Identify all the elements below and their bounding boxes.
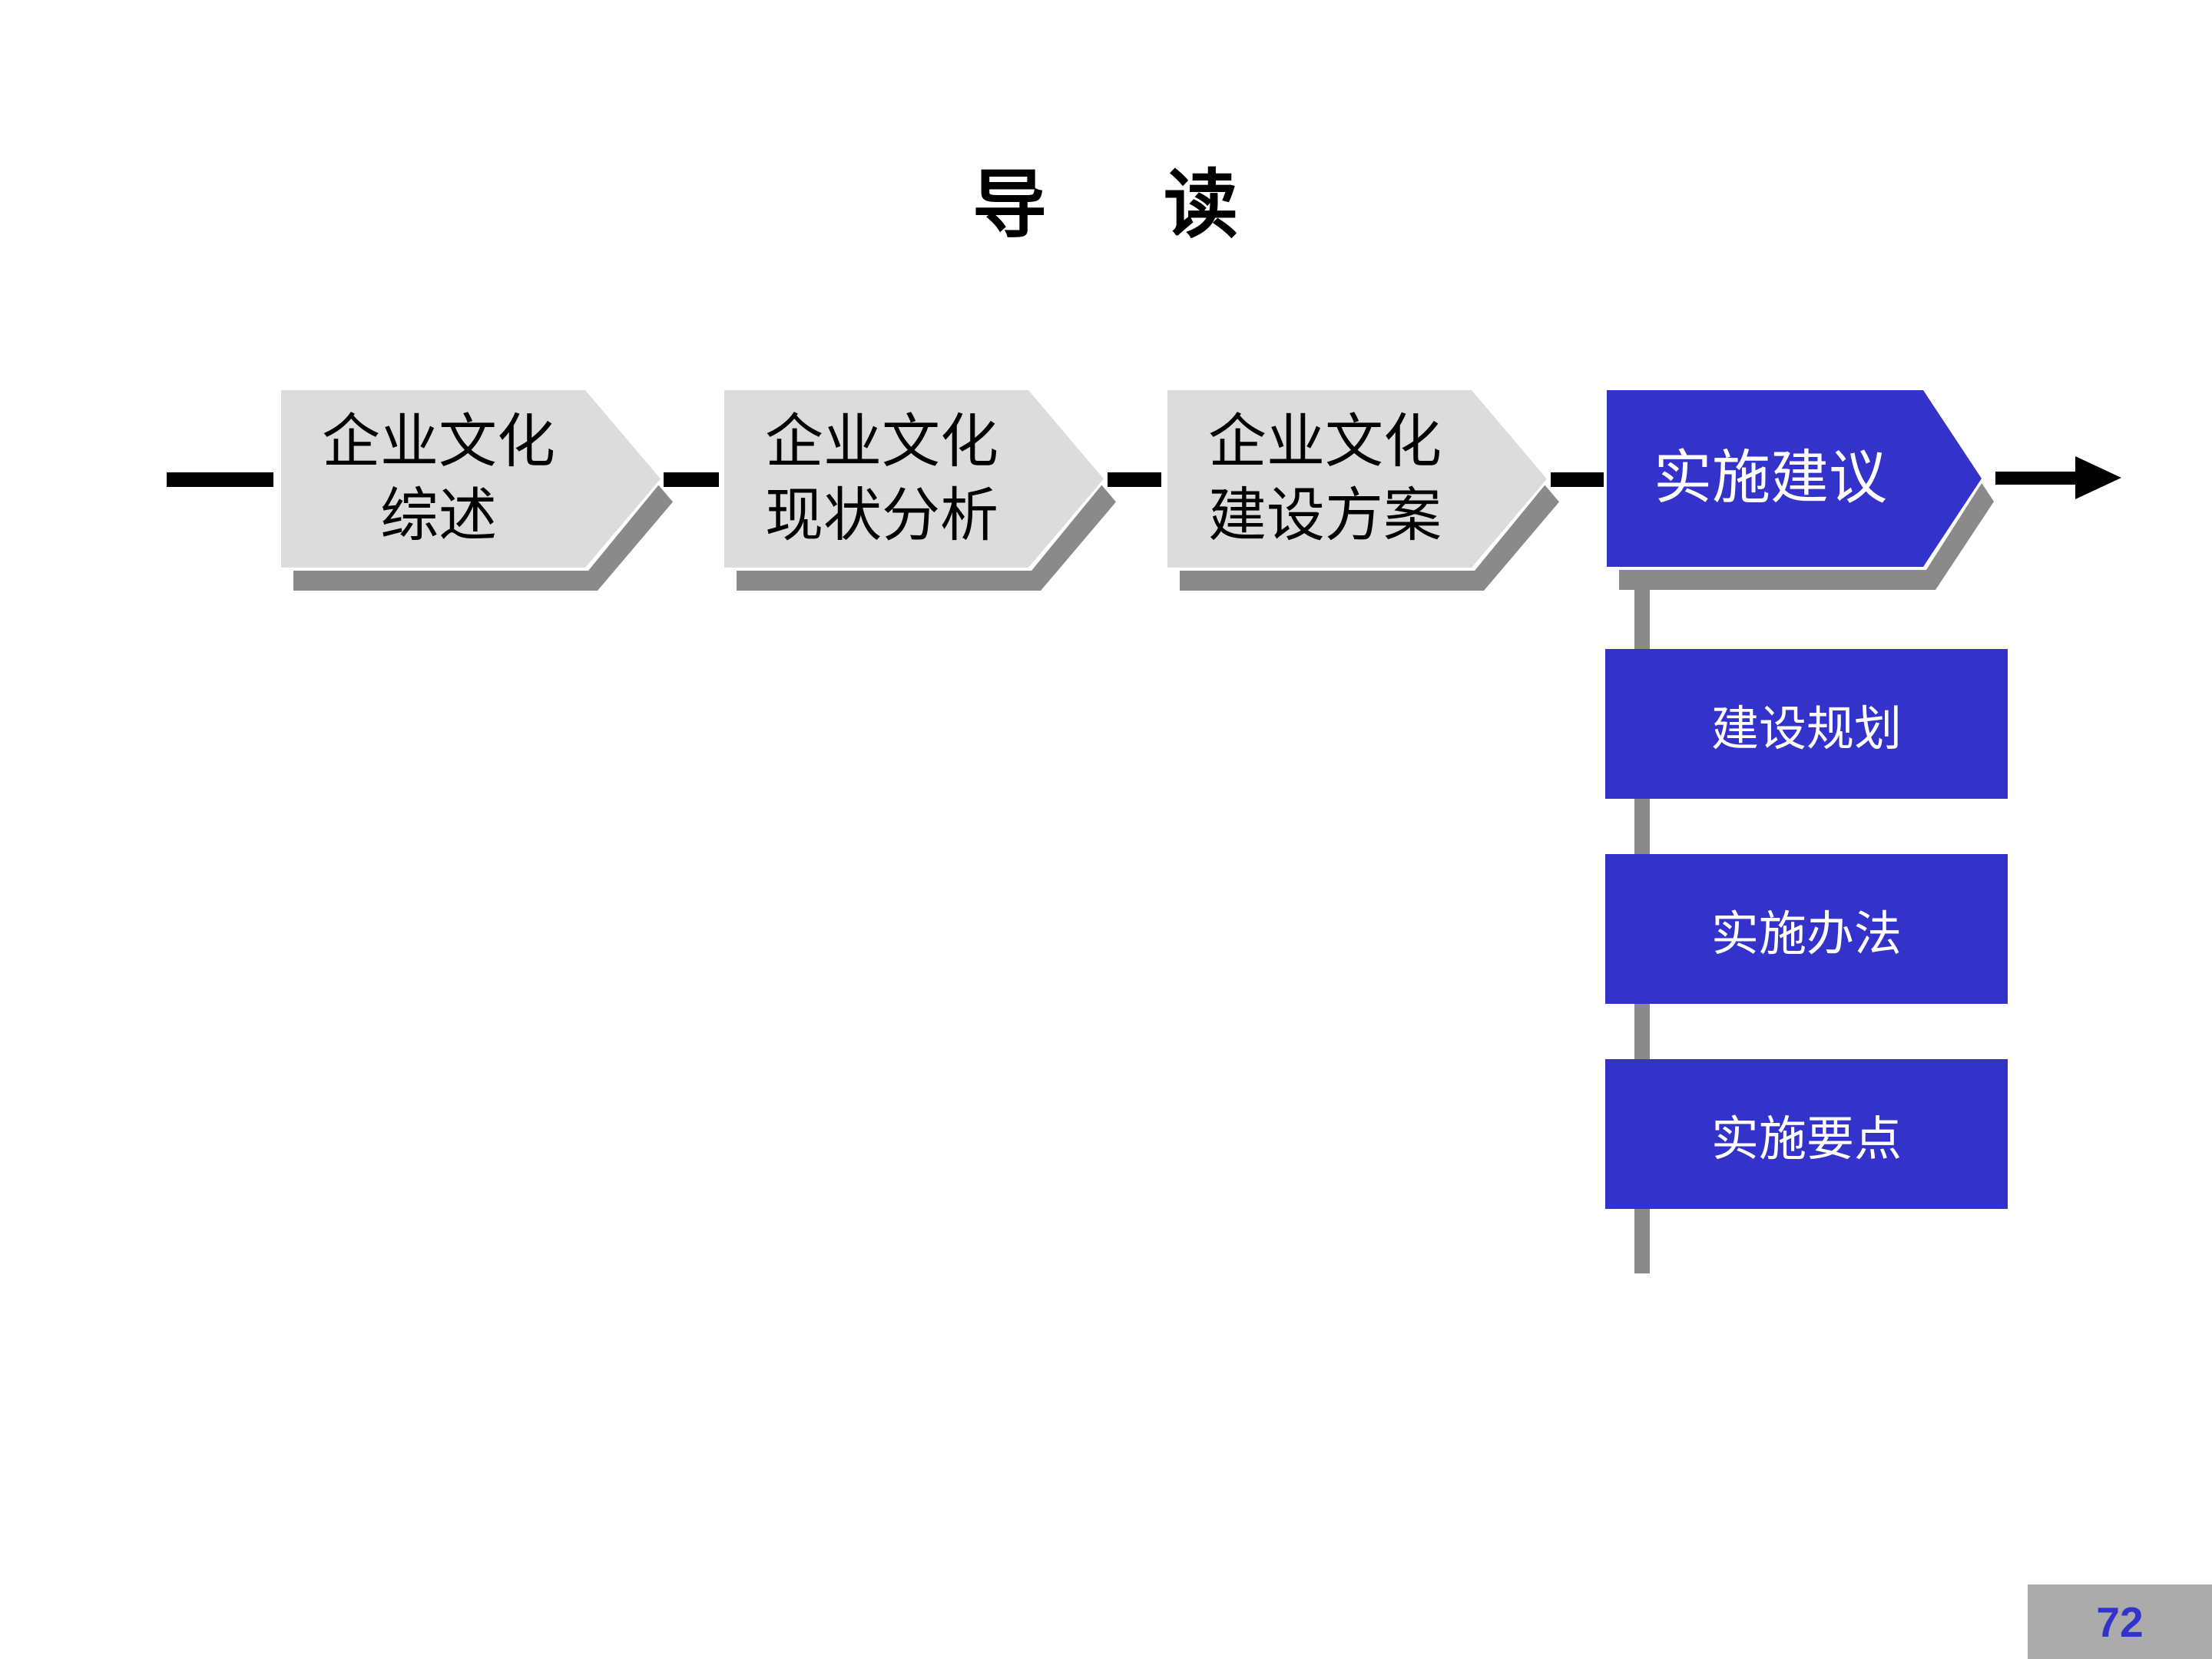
connector-dash-2-3 bbox=[1108, 472, 1161, 487]
connector-dash-1-2 bbox=[664, 472, 719, 487]
process-step-implementation-active: 实施建议 bbox=[1607, 390, 1982, 567]
step-shape: 企业文化 建设方案 bbox=[1167, 390, 1547, 568]
step-shape-active: 实施建议 bbox=[1607, 390, 1982, 567]
step-shape: 企业文化 综述 bbox=[281, 390, 661, 568]
step-label: 企业文化 综述 bbox=[322, 409, 555, 548]
step-label: 企业文化 现状分析 bbox=[765, 409, 998, 548]
page-title: 导 读 bbox=[0, 147, 2212, 247]
page-title-char-1: 导 bbox=[972, 162, 1048, 247]
sub-item-methods: 实施办法 bbox=[1605, 854, 2008, 1004]
process-step-plan: 企业文化 建设方案 bbox=[1167, 390, 1547, 568]
connector-dash-3-4 bbox=[1551, 472, 1604, 487]
process-step-analysis: 企业文化 现状分析 bbox=[724, 390, 1104, 568]
sub-item-key-points: 实施要点 bbox=[1605, 1059, 2008, 1209]
step-label: 实施建议 bbox=[1654, 445, 1887, 511]
step-shape: 企业文化 现状分析 bbox=[724, 390, 1104, 568]
sub-item-label: 实施要点 bbox=[1710, 1112, 1902, 1166]
sub-item-planning: 建设规划 bbox=[1605, 649, 2008, 799]
page-title-char-2: 读 bbox=[1164, 162, 1240, 247]
sub-item-label: 实施办法 bbox=[1710, 907, 1902, 961]
process-step-overview: 企业文化 综述 bbox=[281, 390, 661, 568]
flow-arrow-right-icon bbox=[2075, 456, 2121, 499]
connector-dash-start bbox=[167, 472, 273, 487]
flow-arrow-shaft bbox=[1995, 472, 2080, 485]
sub-item-label: 建设规划 bbox=[1710, 702, 1902, 756]
page-number-block: 72 bbox=[2028, 1584, 2212, 1659]
page-number: 72 bbox=[2096, 1598, 2144, 1646]
step-label: 企业文化 建设方案 bbox=[1208, 409, 1442, 548]
